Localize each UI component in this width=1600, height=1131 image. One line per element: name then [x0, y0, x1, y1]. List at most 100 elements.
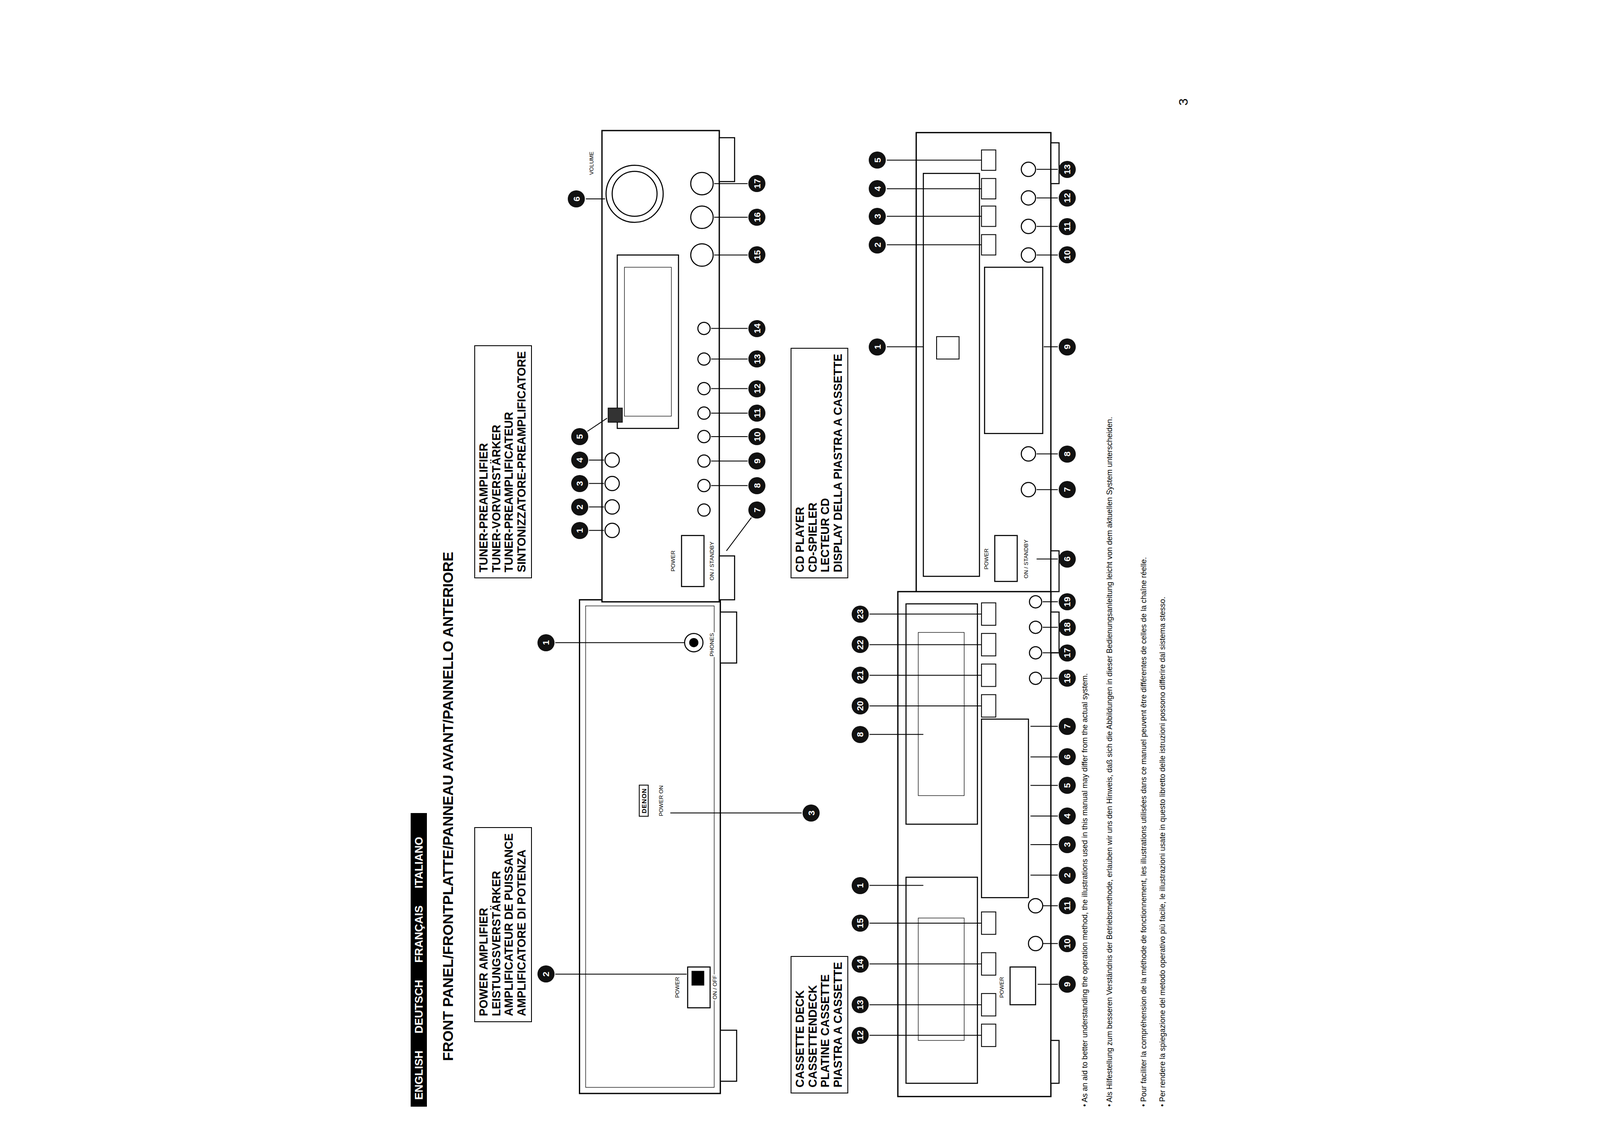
- callout-number: 17: [748, 175, 766, 193]
- callout-number: 23: [851, 605, 869, 623]
- callout-number: 3: [1058, 836, 1076, 854]
- phones-jack: [684, 633, 704, 652]
- button: [1021, 162, 1036, 177]
- transport-button: [981, 1024, 996, 1048]
- panel-label: PHONES: [709, 632, 716, 658]
- unit-title-box: CASSETTE DECKCASSETTENDECKPLATINE CASSET…: [790, 956, 849, 1094]
- leader-line: [869, 963, 982, 965]
- callout-number: 1: [851, 877, 869, 895]
- display-inner: [624, 267, 672, 417]
- leader-line: [869, 734, 924, 736]
- node-text: TUNER-VORVERSTÄRKER: [490, 351, 504, 573]
- brand-logo: DENON: [639, 785, 649, 818]
- leader-line: [886, 188, 982, 190]
- node-text: TUNER-PREAMPLIFICATEUR: [502, 351, 516, 573]
- button: [1028, 899, 1043, 914]
- leader-line: [1036, 226, 1058, 228]
- callout-number: 22: [851, 636, 869, 654]
- transport-button: [981, 694, 996, 718]
- leader-line: [711, 485, 748, 487]
- node-text: PIASTRA A CASSETTE: [832, 962, 845, 1088]
- button: [1028, 936, 1043, 951]
- leader-line: [886, 159, 982, 161]
- button: [697, 430, 711, 444]
- leader-line: [869, 885, 924, 887]
- disc-tray: [923, 173, 980, 577]
- unit-title-box: TUNER-PREAMPLIFIERTUNER-VORVERSTÄRKERTUN…: [474, 345, 532, 579]
- remote-sensor: [607, 408, 622, 423]
- language-band: ENGLISHDEUTSCHFRANÇAISITALIANO: [410, 813, 427, 1107]
- knob: [690, 243, 714, 267]
- panel-label: ON / STANDBY: [709, 540, 716, 582]
- button: [604, 476, 619, 491]
- node-text: CD PLAYER: [794, 353, 807, 573]
- leader-line: [869, 1035, 982, 1037]
- leader-line: [1036, 169, 1058, 170]
- panel-edge: [585, 606, 715, 1088]
- node-text: LECTEUR CD: [819, 353, 833, 573]
- power-switch: [1010, 967, 1036, 1005]
- leader-line: [714, 183, 748, 184]
- cassette-door: [905, 877, 978, 1084]
- transport-button: [981, 149, 996, 171]
- leader-line: [711, 412, 748, 414]
- callout-number: 14: [851, 955, 869, 973]
- cassette-window: [918, 632, 965, 796]
- node-text: ENGLISH: [412, 1050, 426, 1101]
- unit-title-box: POWER AMPLIFIERLEISTUNGSVERSTÄRKERAMPLIF…: [474, 827, 532, 1023]
- callout-number: 10: [1058, 246, 1076, 264]
- button: [697, 382, 711, 395]
- callout-number: 2: [537, 965, 555, 983]
- leader-line: [714, 216, 748, 218]
- callout-number: 5: [868, 151, 886, 169]
- button: [604, 452, 619, 468]
- leader-line: [1030, 785, 1058, 786]
- unit-front: [916, 132, 1051, 602]
- footnote: • Als Hilfestellung zum besseren Verstän…: [1104, 389, 1115, 1107]
- leader-line: [1036, 558, 1058, 560]
- leader-line: [1043, 346, 1058, 348]
- panel-label: ON / STANDBY: [1023, 538, 1030, 580]
- footnote: • Per rendere la spiegazione del metodo …: [1157, 389, 1168, 1107]
- node-text: ITALIANO: [412, 837, 426, 889]
- leader-line: [1036, 453, 1058, 455]
- callout-number: 7: [748, 501, 766, 519]
- unit-title-box: CD PLAYERCD-SPIELERLECTEUR CDDISPLAY DEL…: [790, 347, 849, 579]
- button: [697, 479, 711, 492]
- button: [697, 322, 711, 335]
- unit-foot: [719, 137, 735, 182]
- leader-line: [1036, 254, 1058, 256]
- leader-line: [869, 922, 982, 924]
- callout-number: 18: [1058, 618, 1076, 637]
- node-text: SINTONIZZATORE-PREAMPLIFICATORE: [515, 351, 529, 573]
- node-text: CD-SPIELER: [806, 353, 820, 573]
- callout-number: 15: [748, 246, 766, 264]
- transport-button: [981, 912, 996, 935]
- volume-knob-ring: [612, 171, 657, 217]
- leader-line: [711, 328, 748, 330]
- display-window: [617, 255, 679, 429]
- button: [697, 407, 711, 420]
- button: [1021, 190, 1036, 205]
- callout-number: 1: [571, 522, 589, 540]
- unit-foot: [1051, 551, 1060, 593]
- node-text: PLATINE CASSETTE: [819, 962, 833, 1088]
- callout-number: 3: [802, 804, 820, 822]
- panel-label: VOLUME: [588, 150, 595, 176]
- node-text: CASSETTE DECK: [794, 962, 807, 1088]
- leader-line: [711, 460, 748, 462]
- switch-key: [691, 971, 704, 986]
- callout-number: 5: [571, 428, 589, 446]
- panel-label: POWER: [674, 976, 681, 999]
- callout-number: 11: [748, 404, 766, 422]
- leader-line: [886, 244, 982, 246]
- page-number: 3: [1176, 98, 1191, 106]
- leader-line: [589, 530, 605, 532]
- leader-line: [714, 254, 748, 256]
- node-text: LEISTUNGSVERSTÄRKER: [490, 833, 504, 1017]
- leader-line: [869, 644, 982, 646]
- node-text: DISPLAY DELLA PIASTRA A CASSETTE: [832, 353, 845, 573]
- power-switch: [681, 535, 705, 587]
- unit-foot: [1051, 1040, 1060, 1084]
- footnote: • As an aid to better understanding the …: [1080, 389, 1090, 1107]
